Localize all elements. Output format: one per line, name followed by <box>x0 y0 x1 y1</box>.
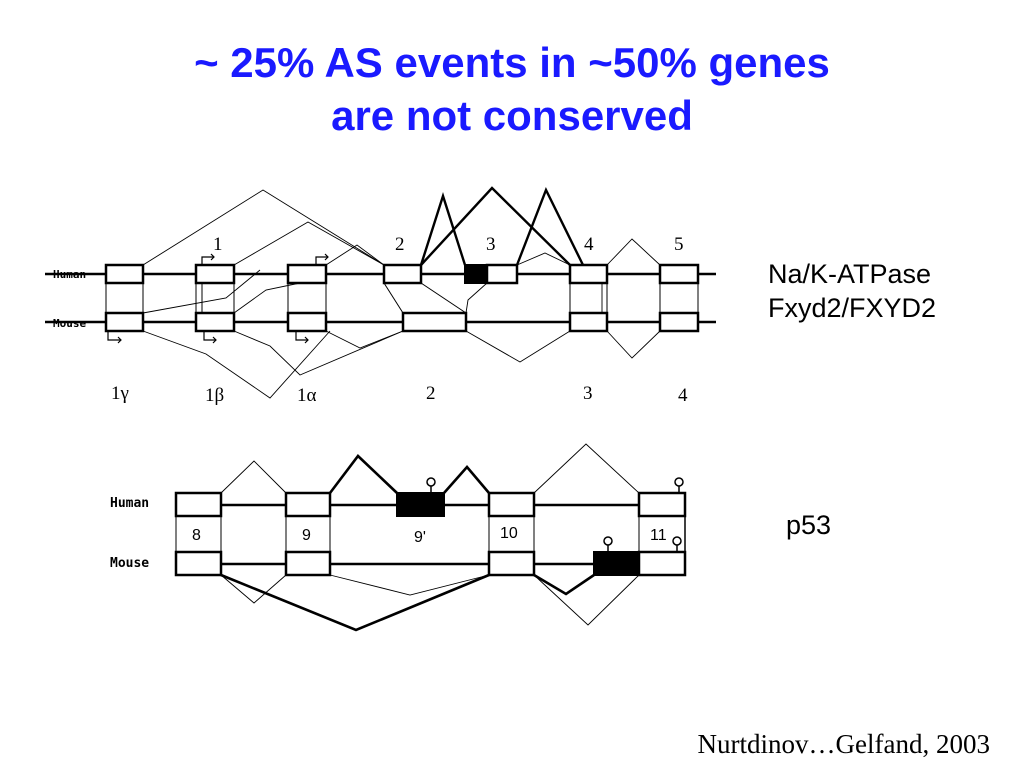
fxyd2-human-exon-number-3: 3 <box>486 234 496 255</box>
slide-title-line-1: ~ 25% AS events in ~50% genes <box>194 39 830 86</box>
fxyd2-mouse-exon-number-1b: 1β <box>205 385 224 406</box>
p53-gene-label: p53 <box>786 510 832 540</box>
p53-human-thin-arcs <box>220 443 640 494</box>
fxyd2-human-exon-3-black <box>464 264 488 284</box>
p53-mouse-label: Mouse <box>110 556 149 571</box>
fxyd2-diagram <box>45 186 716 399</box>
fxyd2-human-exon-1g <box>104 263 145 285</box>
fxyd2-mouse-exon-3 <box>568 311 609 333</box>
p53-mouse-exon-10 <box>487 550 536 577</box>
fxyd2-human-thick-arcs <box>419 186 585 266</box>
citation: Nurtdinov…Gelfand, 2003 <box>697 729 990 759</box>
p53-diagram <box>174 443 687 632</box>
fxyd2-mouse-exon-number-3: 3 <box>583 383 593 404</box>
p53-mouse-thin-arcs <box>220 574 640 626</box>
fxyd2-mouse-exon-number-2: 2 <box>426 383 436 404</box>
fxyd2-mouse-exon-1g <box>104 311 145 333</box>
p53-exon-number-10: 10 <box>500 525 518 542</box>
fxyd2-human-label: Human <box>53 268 86 281</box>
fxyd2-human-exon-5 <box>658 263 700 285</box>
fxyd2-human-exon-2 <box>382 263 423 285</box>
fxyd2-human-exon-3 <box>485 263 519 285</box>
fxyd2-mouse-exon-4 <box>658 311 700 333</box>
p53-exon-number-8: 8 <box>192 527 201 544</box>
fxyd2-human-exon-number-4: 4 <box>584 234 594 255</box>
fxyd2-mouse-exon-number-1g: 1γ <box>111 383 129 404</box>
p53-stop-codons <box>426 477 684 552</box>
fxyd2-mouse-thin-arcs <box>142 269 661 399</box>
fxyd2-human-exon-number-1: 1 <box>213 234 223 255</box>
p53-human-label: Human <box>110 496 149 511</box>
fxyd2-human-exon-1a <box>286 263 328 285</box>
slide-title-line-2: are not conserved <box>331 92 693 139</box>
fxyd2-mouse-label: Mouse <box>53 317 86 330</box>
fxyd2-mouse-exon-1b <box>194 311 236 333</box>
fxyd2-human-exon-4 <box>568 263 609 285</box>
fxyd2-human-thin-arcs <box>142 189 661 266</box>
p53-human-exon-8 <box>174 491 223 518</box>
p53-exon-number-11: 11 <box>650 527 667 544</box>
fxyd2-gene-label: Na/K-ATPase Fxyd2/FXYD2 <box>768 258 936 326</box>
fxyd2-start-arrows <box>107 253 329 344</box>
p53-mouse-exon-11 <box>637 550 687 577</box>
p53-mouse-thick-arcs <box>220 573 595 632</box>
p53-homology-lines <box>220 516 640 552</box>
fxyd2-human-exon-number-2: 2 <box>395 234 405 255</box>
fxyd2-human-exon-number-5: 5 <box>674 234 684 255</box>
fxyd2-mouse-exon-number-4: 4 <box>678 385 688 406</box>
fxyd2-gene-label-line-2: Fxyd2/FXYD2 <box>768 292 937 323</box>
fxyd2-mouse-exon-number-1a: 1α <box>297 385 317 406</box>
p53-exon-number-9prime: 9' <box>414 529 426 546</box>
p53-mouse-exon-11prime-black <box>593 551 638 576</box>
p53-human-exon-11 <box>637 491 687 518</box>
p53-human-exon-9prime-black <box>396 492 445 517</box>
fxyd2-mouse-exon-1a <box>286 311 328 333</box>
fxyd2-mouse-exon-2 <box>401 311 468 333</box>
fxyd2-gene-label-line-1: Na/K-ATPase <box>768 259 932 289</box>
p53-human-exon-10 <box>487 491 536 518</box>
p53-human-exon-9 <box>284 491 332 518</box>
p53-mouse-exon-9 <box>284 550 332 577</box>
fxyd2-human-exon-1b <box>194 263 236 285</box>
p53-exon-number-9: 9 <box>302 527 311 544</box>
p53-human-thick-arcs <box>328 454 490 494</box>
p53-mouse-exon-8 <box>174 550 223 577</box>
fxyd2-homology-lines <box>105 282 699 314</box>
